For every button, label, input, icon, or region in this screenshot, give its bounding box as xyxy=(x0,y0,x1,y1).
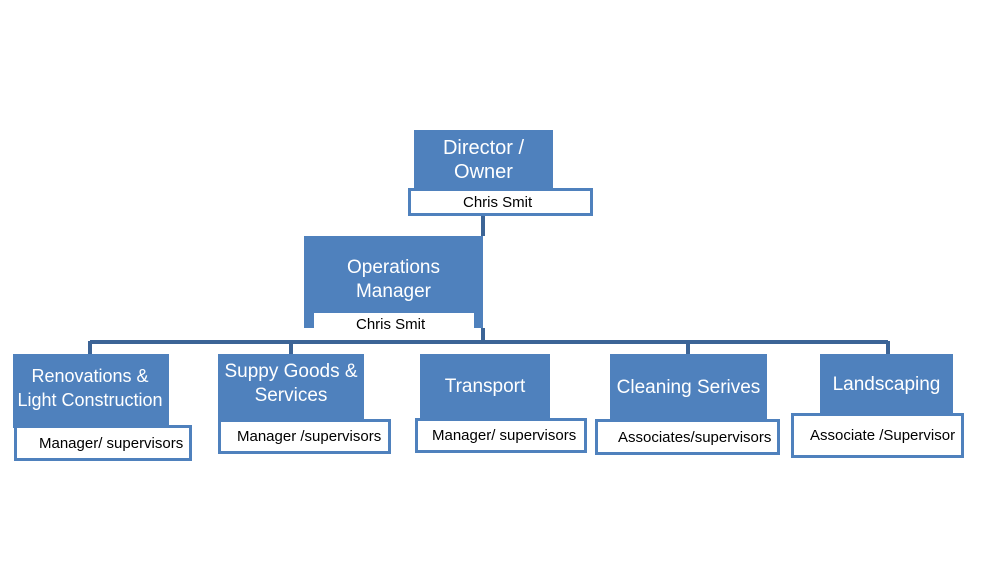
department-title-renovations: Renovations & Light Construction xyxy=(17,366,163,410)
director-name: Chris Smit xyxy=(463,193,533,211)
department-sub-supply-goods: Manager /supervisors xyxy=(218,419,391,454)
department-sub-landscaping: Associate /Supervisor xyxy=(791,413,964,458)
department-sub-label-transport: Manager/ supervisors xyxy=(432,427,577,444)
department-sub-renovations: Manager/ supervisors xyxy=(14,425,192,461)
department-title-landscaping: Landscaping xyxy=(832,374,941,395)
operations-name-box: Chris Smit xyxy=(314,313,474,335)
department-title-supply-goods: Suppy Goods & Services xyxy=(224,361,358,406)
department-sub-cleaning: Associates/supervisors xyxy=(595,419,780,455)
director-box: Director / Owner xyxy=(414,130,553,190)
department-box-supply-goods: Suppy Goods & Services xyxy=(218,354,364,420)
department-box-transport: Transport xyxy=(420,354,550,419)
department-sub-transport: Manager/ supervisors xyxy=(415,418,587,453)
department-sub-label-landscaping: Associate /Supervisor xyxy=(810,427,956,444)
operations-manager-title: Operations Manager xyxy=(347,257,440,302)
department-box-renovations: Renovations & Light Construction xyxy=(13,354,169,428)
department-title-transport: Transport xyxy=(444,375,526,397)
department-box-landscaping: Landscaping xyxy=(820,354,953,416)
director-title: Director / Owner xyxy=(442,137,525,183)
department-sub-label-renovations: Manager/ supervisors xyxy=(39,434,184,452)
department-title-cleaning: Cleaning Serives xyxy=(616,377,761,398)
department-sub-label-supply-goods: Manager /supervisors xyxy=(237,428,382,445)
operations-manager-name: Chris Smit xyxy=(356,315,426,333)
director-name-box: Chris Smit xyxy=(408,188,593,216)
department-box-cleaning: Cleaning Serives xyxy=(610,354,767,422)
operations-manager-box: Operations Manager xyxy=(304,236,483,328)
department-sub-label-cleaning: Associates/supervisors xyxy=(618,428,772,446)
